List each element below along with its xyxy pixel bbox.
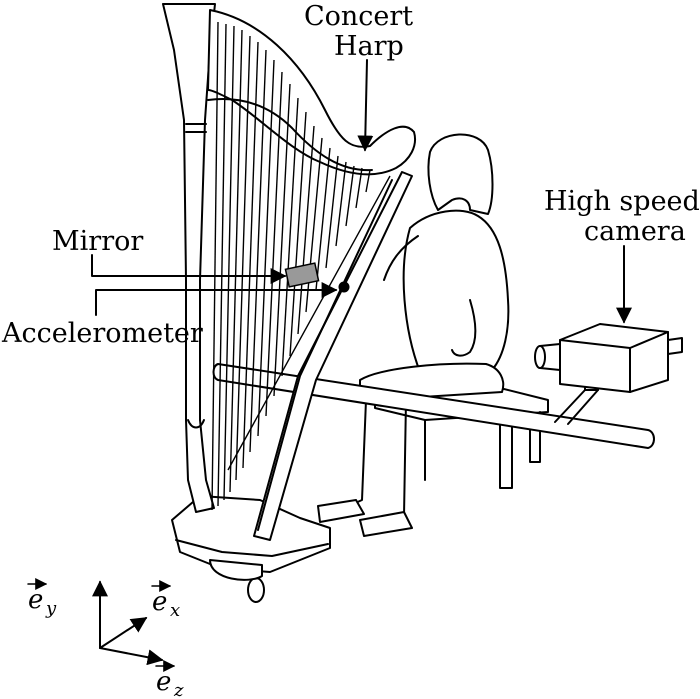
svg-text:x: x: [170, 600, 180, 621]
accelerometer-marker: [338, 281, 350, 293]
svg-text:z: z: [173, 680, 184, 699]
svg-text:e: e: [156, 667, 171, 697]
concert-harp-label-line1: Concert: [304, 1, 413, 32]
axis-label-x: e x: [151, 580, 180, 621]
svg-text:e: e: [28, 585, 43, 615]
camera-label-line1: High speed: [544, 186, 700, 217]
callout-leaders: [91, 59, 632, 324]
harpist-figure: [317, 133, 510, 537]
svg-text:y: y: [45, 598, 57, 619]
coordinate-axes: e y e x e z: [27, 578, 184, 699]
axis-label-y: e y: [27, 578, 57, 619]
mirror-label: Mirror: [52, 226, 143, 257]
concert-harp-label-line2: Harp: [334, 31, 404, 62]
mirror-marker: [284, 262, 320, 288]
camera-label-line2: camera: [584, 216, 686, 247]
axis-label-z: e z: [155, 660, 184, 699]
high-speed-camera: [534, 323, 683, 393]
svg-text:e: e: [152, 587, 167, 617]
concert-harp: [162, 3, 416, 603]
accelerometer-label: Accelerometer: [1, 318, 203, 349]
